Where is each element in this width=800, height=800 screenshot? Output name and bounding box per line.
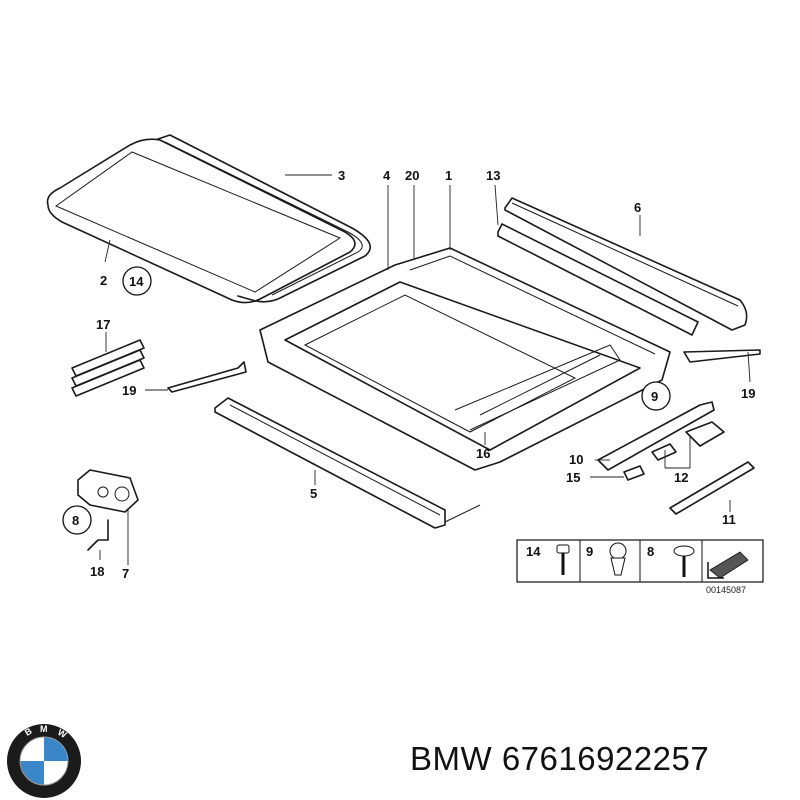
part-1-frame-assembly [259,247,671,471]
part-19-left-cable [167,361,247,393]
callout-circle-14 [122,266,152,296]
callout-19-right: 19 [741,386,755,401]
callout-18: 18 [90,564,104,579]
part-18-crank [87,519,109,551]
legend-label-14: 14 [526,544,541,559]
part-10-bracket [597,401,715,471]
callout-2: 2 [100,273,107,288]
part-3-seal-panel [157,134,371,303]
rivet-icon [609,542,627,576]
callout-13: 13 [486,168,500,183]
screw-icon [556,544,570,575]
callout-19-left: 19 [122,383,136,398]
callout-7: 7 [122,566,129,581]
callout-11: 11 [722,512,736,527]
callout-20: 20 [405,168,419,183]
bmw-roundel-icon: B M W [7,724,81,798]
part-19-right-cable [683,349,761,363]
svg-text:B: B [23,726,34,738]
part-6-strip [504,197,748,331]
callout-3: 3 [338,168,345,183]
part-11-guide-rail [669,461,755,515]
callout-9: 9 [651,389,658,404]
part-2-glass-lid [46,138,356,304]
legend-label-8: 8 [647,544,654,559]
arrow-icon [707,551,749,579]
part-15-pad [623,465,645,481]
callout-circle-8 [62,505,92,535]
part-12-clips [651,421,725,461]
callout-8: 8 [72,513,79,528]
fastener-legend: 14 9 8 [516,539,764,583]
callout-17: 17 [96,317,110,332]
part-17-slats [71,339,145,397]
callout-circle-9 [641,381,671,411]
diagram-reference-number: 00145087 [706,585,746,595]
svg-text:M: M [40,724,48,734]
callout-4: 4 [383,168,391,183]
callout-1: 1 [445,168,452,183]
callout-14: 14 [129,274,144,289]
callout-15: 15 [566,470,580,485]
part-13-seal-strip [497,223,699,336]
part-5-deflector [214,397,481,529]
callout-12: 12 [674,470,688,485]
callout-6: 6 [634,200,641,215]
part-number-caption: BMW 67616922257 [410,740,710,777]
legend-label-9: 9 [586,544,593,559]
callout-16: 16 [476,446,490,461]
callout-5: 5 [310,486,317,501]
part-7-motor [77,469,139,513]
callout-10: 10 [569,452,583,467]
leader-lines [99,174,751,565]
bolt-icon [673,545,695,577]
